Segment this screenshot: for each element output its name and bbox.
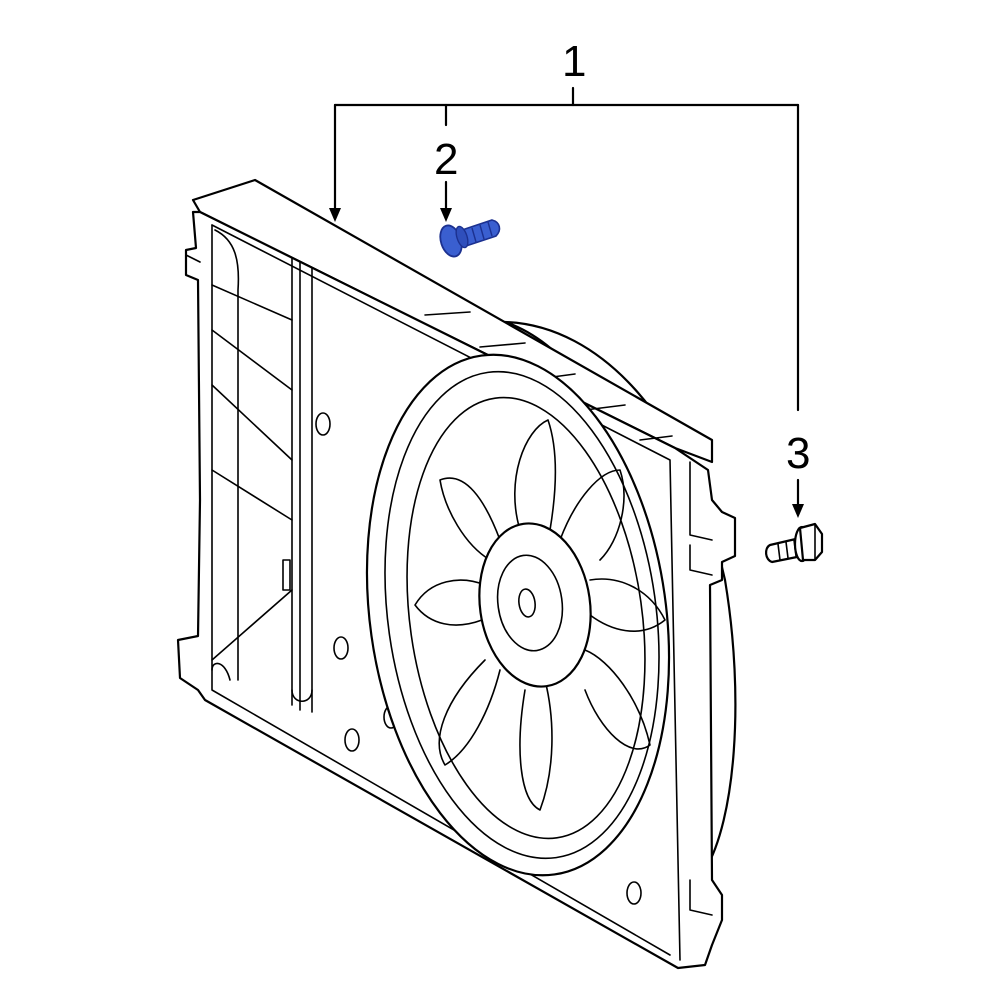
- callout-3: 3: [786, 429, 811, 478]
- callout-3-leader: [792, 478, 804, 518]
- bolt-part-3: [765, 522, 824, 564]
- callout-1: 1: [562, 37, 587, 86]
- callout-1-leader: [329, 86, 800, 412]
- callout-2: 2: [434, 135, 459, 184]
- fan-blades: [414, 419, 666, 811]
- fan-hub: [478, 522, 592, 688]
- callout-2-leader: [440, 180, 452, 222]
- screw-part-2: [439, 219, 501, 258]
